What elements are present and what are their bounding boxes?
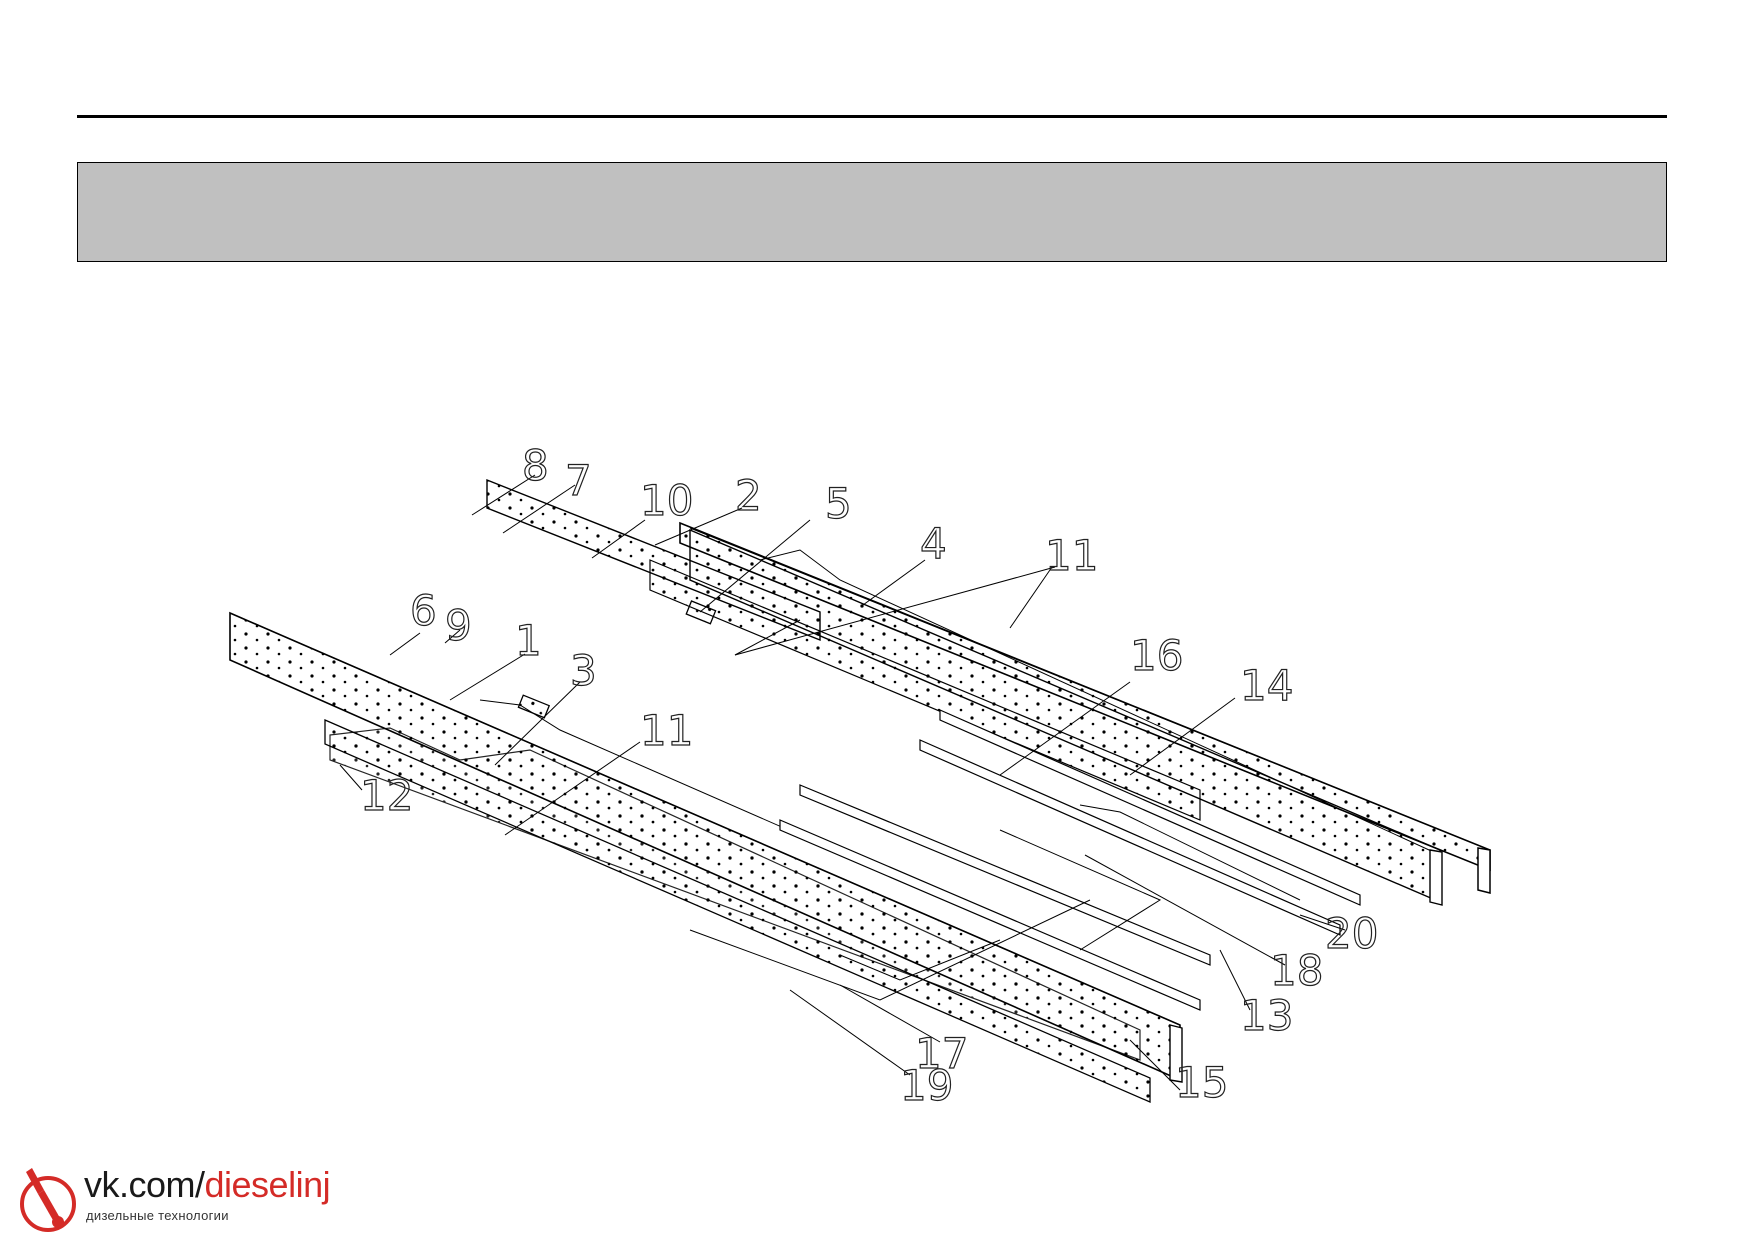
- callout-18: 18: [1270, 946, 1323, 995]
- logo-tagline: дизельные технологии: [86, 1208, 229, 1223]
- callout-13: 13: [1240, 991, 1293, 1040]
- callout-19: 19: [900, 1061, 953, 1110]
- callout-14: 14: [1240, 661, 1293, 710]
- callout-20: 20: [1325, 909, 1378, 958]
- logo-url: vk.com/dieselinj: [84, 1164, 331, 1206]
- injector-logo-icon: [20, 1168, 76, 1232]
- callout-4: 4: [920, 519, 947, 568]
- watermark-logo: vk.com/dieselinj дизельные технологии: [14, 1160, 331, 1238]
- callout-9: 9: [445, 601, 472, 650]
- callout-7: 7: [565, 456, 592, 505]
- leader-lines: [339, 474, 1346, 1091]
- callout-1: 1: [515, 616, 542, 665]
- callout-5: 5: [825, 479, 852, 528]
- header-rule: [77, 115, 1667, 118]
- right-reinforcements: [919, 709, 1361, 936]
- upper-outer-rail: [679, 521, 1491, 894]
- callout-10: 10: [640, 476, 693, 525]
- callout-15: 15: [1175, 1058, 1228, 1107]
- central-reinforcements: [689, 784, 1211, 1011]
- title-band: [77, 162, 1667, 262]
- callout-2: 2: [735, 471, 762, 520]
- lower-inner-liner: [324, 719, 1151, 1103]
- upper-plate: [685, 600, 717, 625]
- callout-11-lower: 11: [640, 706, 693, 755]
- callout-8: 8: [522, 441, 549, 490]
- logo-url-name: dieselinj: [204, 1164, 331, 1205]
- callouts: 8 7 10 2 5 4 11 6 9 1 3 11 12 16 14 20 1…: [359, 440, 1379, 1110]
- upper-inner-rail: [689, 528, 1443, 906]
- callout-6: 6: [410, 586, 437, 635]
- lower-plate: [517, 694, 551, 719]
- callout-16: 16: [1130, 631, 1183, 680]
- callout-11-upper: 11: [1045, 531, 1098, 580]
- logo-url-prefix: vk.com/: [84, 1164, 205, 1205]
- callout-17: 17: [915, 1029, 968, 1078]
- upper-front-rail: [486, 478, 1201, 821]
- callout-12: 12: [360, 771, 413, 820]
- callout-3: 3: [570, 646, 597, 695]
